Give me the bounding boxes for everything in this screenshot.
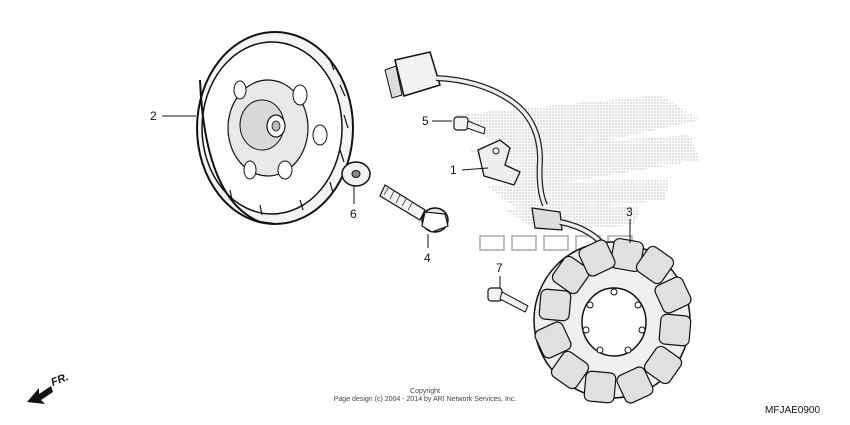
diagram-code: MFJAE0900 [765,405,821,416]
stator-bolt [487,287,529,313]
callout-4: 4 [424,251,431,265]
bolt-5 [453,116,486,135]
front-direction-arrow-icon [27,386,53,404]
washer [341,161,371,187]
callout-7: 7 [496,261,503,275]
wire-harness [384,51,617,295]
flywheel-bolt [379,184,449,233]
callout-3: 3 [626,205,633,219]
setting-plate [477,139,521,186]
copyright-text: Page design (c) 2004 - 2014 by ARI Netwo… [333,396,517,403]
flywheel [196,31,354,225]
callout-2: 2 [150,109,157,123]
leader-lines [162,115,631,288]
callout-6: 6 [350,207,357,221]
copyright-title: Copyright [410,388,440,395]
callout-5: 5 [422,114,429,128]
callout-1: 1 [450,163,457,177]
callouts: 1 2 3 4 5 6 7 [150,109,633,275]
stator [533,237,692,404]
